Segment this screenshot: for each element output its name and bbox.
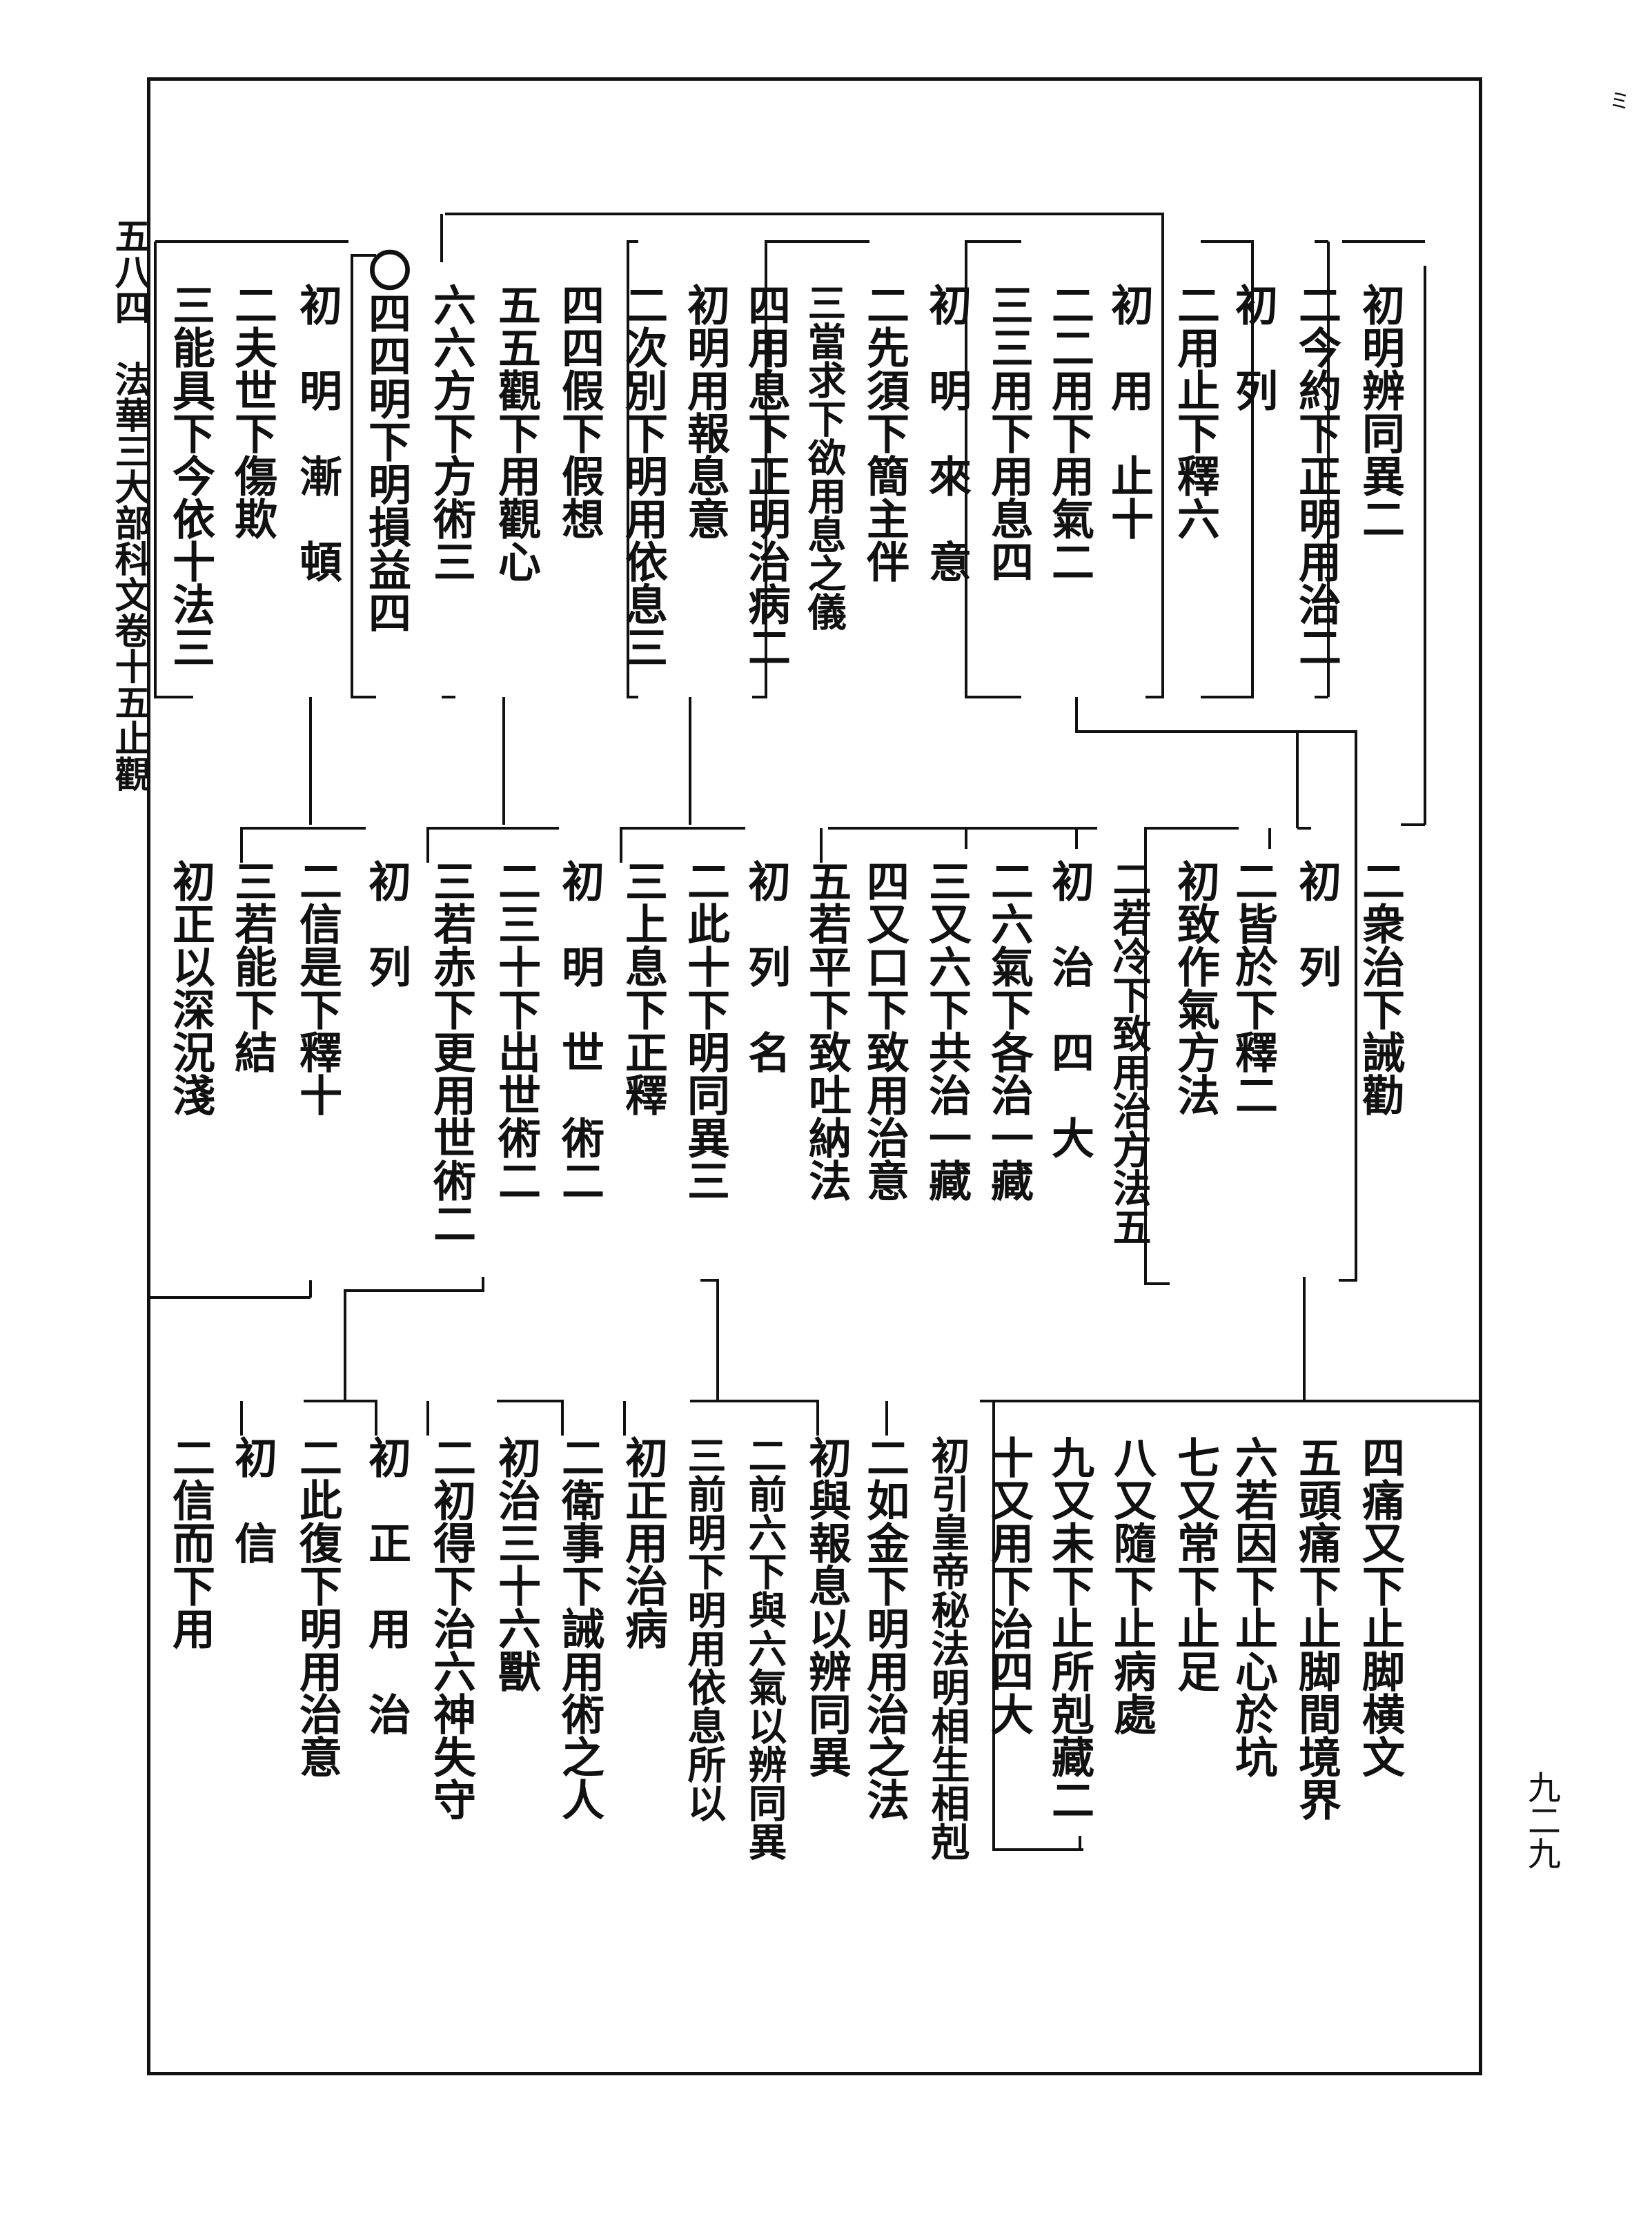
band3-col-19: 初 信 bbox=[227, 1436, 277, 1564]
band3-col-11: 二前六下與六氣以辨同異 bbox=[742, 1436, 787, 1861]
band1-col-4: 二用止下釋六 bbox=[1170, 283, 1220, 540]
band2-col-3: 二皆於下釋二 bbox=[1228, 859, 1278, 1116]
band2-col-12: 二此十下明同異三 bbox=[680, 859, 730, 1202]
band3-col-14: 二衛事下誡用術之人 bbox=[554, 1436, 604, 1821]
band3-col-13: 初正用治病 bbox=[618, 1436, 668, 1649]
band3-col-18: 二此復下明用治意 bbox=[292, 1436, 342, 1778]
band3-col-6: 九又未下止所剋藏二 bbox=[1044, 1436, 1094, 1821]
band1-col-5: 初 用 止十 bbox=[1103, 283, 1154, 540]
band2-col-4: 初致作氣方法 bbox=[1170, 859, 1220, 1116]
band3-col-15: 初治三十六獸 bbox=[491, 1436, 541, 1692]
band3-col-12: 三前明下明用依息所以 bbox=[681, 1436, 727, 1822]
band1-col-16: 六六方下方術三 bbox=[426, 283, 476, 583]
band3-col-2: 五頭痛下止脚間境界 bbox=[1291, 1436, 1341, 1821]
band1-col-15: 五五觀下用觀心 bbox=[491, 283, 541, 583]
page-border bbox=[147, 77, 1482, 2075]
band2-col-7: 二六氣下各治一藏 bbox=[983, 859, 1034, 1202]
band2-col-2: 初 列 bbox=[1291, 859, 1341, 988]
band2-col-14: 初 明 世 術二 bbox=[554, 859, 604, 1202]
band1-col-14: 四四假下假想 bbox=[554, 283, 604, 540]
band1-col-19: 二夫世下傷欺 bbox=[227, 283, 277, 540]
band3-col-1: 四痛又下止脚横文 bbox=[1355, 1436, 1405, 1778]
running-title: 五八四 法華三大部科文卷十五止觀 bbox=[108, 217, 150, 792]
band1-col-2: 二今約下正明用治二 bbox=[1291, 283, 1341, 668]
band2-col-19: 三若能下結 bbox=[227, 859, 277, 1073]
band3-col-8: 初引皇帝秘法明相生相剋 bbox=[925, 1436, 970, 1861]
band2-col-9: 四又口下致用治意 bbox=[859, 859, 909, 1202]
page-number: 九二九 bbox=[1522, 1770, 1560, 1870]
band2-col-11: 初 列 名 bbox=[740, 859, 791, 1073]
band3-col-17: 初 正 用 治 bbox=[361, 1436, 411, 1735]
band2-col-16: 三若赤下更用世術二 bbox=[426, 859, 476, 1244]
band1-col-7: 三三用下用息四 bbox=[983, 283, 1034, 583]
corner-mark: ミ bbox=[1609, 90, 1630, 114]
band1-col-12: 初明用報息意 bbox=[680, 283, 730, 540]
band2-col-6: 初 治 四 大 bbox=[1044, 859, 1094, 1159]
band2-col-1: 二衆治下誡勸 bbox=[1355, 859, 1405, 1116]
band1-col-13: 二次別下明用依息三 bbox=[618, 283, 668, 668]
band2-col-20: 初正以深況淺 bbox=[165, 859, 215, 1116]
band1-col-9: 二先須下簡主伴 bbox=[859, 283, 909, 583]
band1-col-17: 〇四四明下明損益四 bbox=[361, 248, 411, 634]
band2-col-17: 初 列 bbox=[361, 859, 411, 988]
band2-col-13: 三上息下正釋 bbox=[618, 859, 668, 1116]
band1-col-6: 二二用下用氣二 bbox=[1044, 283, 1094, 583]
band1-col-10: 三當求下欲用息之儀 bbox=[801, 283, 847, 631]
band2-col-10: 五若平下致吐納法 bbox=[801, 859, 852, 1202]
band3-col-16: 二初得下治六神失守 bbox=[426, 1436, 476, 1821]
band2-col-18: 二信是下釋十 bbox=[292, 859, 342, 1116]
band2-col-15: 二三十下出世術二 bbox=[491, 859, 541, 1202]
band1-col-1: 初明辨同異二 bbox=[1355, 283, 1405, 540]
band3-col-3: 六若因下止心於坑 bbox=[1228, 1436, 1278, 1778]
band3-col-9: 二如金下明用治之法 bbox=[859, 1436, 909, 1821]
band3-col-7: 十又用下治四大 bbox=[983, 1436, 1034, 1735]
band2-col-8: 三又六下共治一藏 bbox=[921, 859, 972, 1202]
band3-col-4: 七又常下止足 bbox=[1170, 1436, 1220, 1692]
band3-col-20: 二信而下用 bbox=[165, 1436, 215, 1649]
band1-col-20: 三能具下今依十法三 bbox=[165, 283, 215, 668]
band1-col-18: 初 明 漸 頓 bbox=[292, 283, 342, 583]
band1-col-8: 初 明 來 意 bbox=[921, 283, 972, 583]
band3-col-5: 八又隨下止病處 bbox=[1106, 1436, 1157, 1735]
band3-col-10: 初與報息以辨同異 bbox=[801, 1436, 852, 1778]
